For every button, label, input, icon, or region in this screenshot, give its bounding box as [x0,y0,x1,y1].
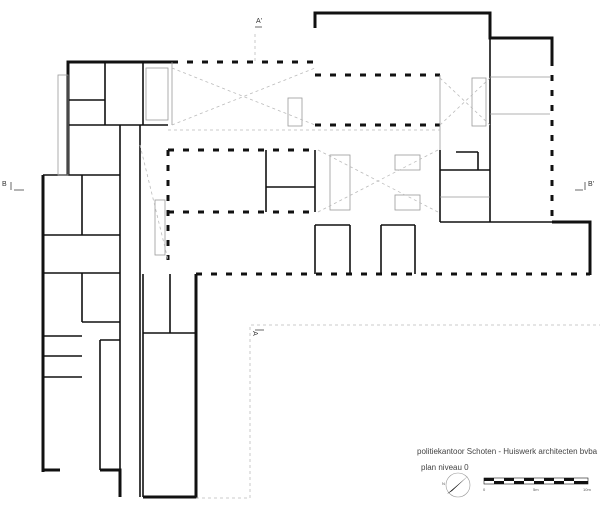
interior-walls [43,38,552,497]
section-marker-a-top: A' [256,18,263,25]
drawing-subtitle: plan niveau 0 [421,463,469,472]
north-arrow-icon [445,472,471,498]
thin-partitions [57,62,550,256]
drawing-title: politiekantoor Schoten - Huiswerk archit… [417,447,598,456]
exterior-walls [41,11,592,499]
north-arrow-label: N [442,481,445,486]
section-lines [10,26,586,331]
scale-label-5m: 5m [533,487,539,492]
scale-label-10m: 10m [583,487,591,492]
void-lines [139,34,600,499]
window-walls [41,11,590,440]
section-marker-b-right: B' [588,181,595,188]
scale-label-0: 0 [483,487,486,492]
section-marker-a-bottom: A [250,331,258,336]
section-marker-b-left: B [2,181,7,188]
scale-bar [483,477,589,485]
